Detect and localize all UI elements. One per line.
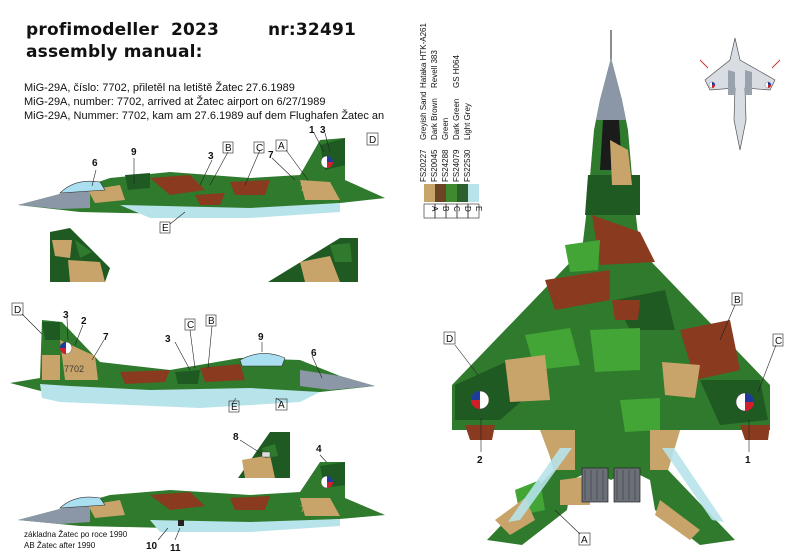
side1-callout-1: 1: [309, 125, 315, 136]
legend-ref-a: Hataka HTK-A261: [419, 23, 428, 88]
legend-fs-e: FS22530: [463, 149, 472, 182]
legend-fs-b: FS20045: [430, 149, 439, 182]
tail-fin-right: [268, 238, 358, 282]
side1-callout-3b: 3: [320, 125, 326, 136]
side1-callout-9: 9: [131, 147, 137, 158]
side2-box-c: [184, 318, 196, 331]
side-view-2: 7702: [10, 313, 375, 408]
side2-box-d: [11, 302, 24, 316]
description-de: MiG-29A, Nummer: 7702, kam am 27.6.1989 …: [24, 110, 385, 122]
legend-name-d: Dark Green: [452, 99, 461, 140]
description-en: MiG-29A, number: 7702, arrived at Žatec …: [24, 96, 326, 108]
planform-view: [452, 30, 777, 545]
planform-box-d: [443, 331, 456, 345]
legend-name-a: Greyish Sand: [419, 92, 428, 140]
kit-number: nr:32491: [268, 20, 357, 40]
side3-number: 7702: [300, 504, 320, 514]
swatch-d: [457, 184, 468, 202]
page-divider: [398, 0, 399, 557]
side2-box-a: [275, 398, 288, 411]
description-cz: MiG-29A, číslo: 7702, přiletěl na letišt…: [24, 82, 295, 94]
side2-callout-d: D: [14, 305, 21, 316]
planform-callout-d: D: [446, 334, 453, 345]
tail-fin-detail: [238, 432, 333, 478]
legend-ref-d: GS H064: [452, 55, 461, 88]
brand-year: 2023: [170, 20, 220, 40]
side1-box-c: [253, 141, 265, 154]
legend-name-b: Dark Brown: [430, 98, 439, 140]
legend-letter-e: E: [474, 206, 483, 211]
side1-callout-6: 6: [92, 158, 98, 169]
side2-box-b: [205, 314, 217, 327]
swatch-b: [435, 184, 446, 202]
side-view-3: 7702: [18, 462, 385, 541]
planform-box-b: [731, 292, 743, 306]
planform-box-a: [578, 532, 591, 546]
planform-callout-2: 2: [477, 455, 483, 466]
mini-silhouette: [699, 37, 781, 151]
side1-callout-a: A: [278, 141, 285, 152]
side2-callout-6: 6: [311, 348, 317, 359]
side1-box-d: [366, 132, 379, 146]
footer-en: AB Žatec after 1990: [24, 541, 96, 550]
side1-callout-b: B: [225, 143, 232, 154]
side1-callout-e: E: [162, 223, 169, 234]
brand-name: profimodeller: [26, 20, 159, 40]
side2-box-e: [228, 400, 240, 413]
legend-name-c: Green: [441, 118, 450, 140]
legend-ref-b: Revell 383: [430, 50, 439, 88]
side2-callout-c: C: [187, 320, 194, 331]
side2-callout-a: A: [278, 400, 285, 411]
planform-callout-c: C: [775, 336, 782, 347]
legend-fs-a: FS20227: [419, 149, 428, 182]
legend-fs-c: FS24288: [441, 149, 450, 182]
side2-callout-3b: 3: [165, 334, 171, 345]
side3-callout-10: 10: [146, 541, 158, 552]
swatch-c: [446, 184, 457, 202]
legend-fs-d: FS24079: [452, 149, 461, 182]
side3-callout-11: 11: [170, 543, 181, 554]
side3-callout-4: 4: [316, 444, 322, 455]
planform-callout-1: 1: [745, 455, 751, 466]
side2-callout-9: 9: [258, 332, 264, 343]
legend-name-e: Light Grey: [463, 103, 472, 140]
side2-callout-3: 3: [63, 310, 69, 321]
side-view-1: 7702: [18, 132, 385, 225]
paint-legend: A B C D E FS20227 FS20045 FS24288 FS2407…: [419, 23, 483, 219]
side1-callout-3: 3: [208, 151, 214, 162]
side2-number: 7702: [64, 364, 84, 374]
planform-callout-b: B: [734, 295, 741, 306]
planform-box-c: [772, 333, 784, 347]
side2-callout-b: B: [208, 316, 215, 327]
side1-box-e: [159, 221, 171, 234]
side1-callout-7: 7: [268, 150, 274, 161]
legend-letter-d: D: [463, 206, 472, 212]
side1-callout-d: D: [369, 135, 376, 146]
brand-title: profimodeller 2023: [26, 20, 219, 40]
side2-callout-2: 2: [81, 316, 87, 327]
swatch-e: [468, 184, 479, 202]
side1-box-b: [222, 141, 234, 154]
manual-subtitle: assembly manual:: [26, 42, 203, 62]
tail-fin-left: [50, 228, 110, 282]
legend-letter-a: A: [430, 206, 439, 212]
side1-number: 7702: [300, 183, 320, 193]
planform-callout-a: A: [581, 535, 588, 546]
side1-box-a: [275, 139, 288, 152]
side2-callout-e: E: [231, 402, 238, 413]
swatch-a: [424, 184, 435, 202]
side1-callout-c: C: [256, 143, 263, 154]
legend-letter-b: B: [441, 206, 450, 211]
side3-callout-8: 8: [233, 432, 239, 443]
side2-callout-7: 7: [103, 332, 109, 343]
footer-cz: základna Žatec po roce 1990: [24, 530, 128, 539]
legend-letter-c: C: [452, 206, 461, 212]
